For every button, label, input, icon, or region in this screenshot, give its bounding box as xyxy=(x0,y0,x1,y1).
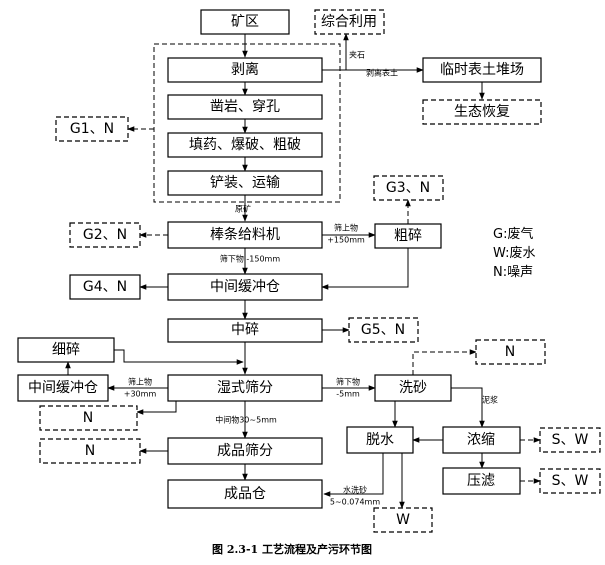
node-comprehensive-use: 综合利用 xyxy=(321,14,377,30)
mining-group-frame xyxy=(153,43,341,203)
label-middle: 中间物30~5mm xyxy=(215,415,277,425)
node-blasting-box xyxy=(167,132,323,158)
node-coarse-crush-box xyxy=(374,223,442,249)
node-n-wash-box xyxy=(475,339,546,365)
node-dewater-box xyxy=(346,426,414,454)
edge-coarse-buffer xyxy=(321,248,409,290)
label-undersize-1: 筛下物 -150mm xyxy=(220,254,280,264)
node-thicken: 浓缩 xyxy=(467,432,495,448)
node-g4n-box xyxy=(69,274,141,300)
node-press-filter: 压滤 xyxy=(467,473,495,489)
node-g4n: G4、N xyxy=(83,279,127,295)
node-topsoil-pile-box xyxy=(422,57,542,83)
node-sw1-box xyxy=(539,427,601,453)
node-loading: 铲装、运输 xyxy=(210,175,280,191)
node-sw2: S、W xyxy=(552,473,589,489)
legend-n: N:噪声 xyxy=(493,265,533,280)
node-dewater: 脱水 xyxy=(366,432,394,448)
node-g2n: G2、N xyxy=(83,227,127,243)
node-eco-restore-box xyxy=(422,99,542,125)
edge-fine-return xyxy=(114,349,244,365)
node-wet-screen: 湿式筛分 xyxy=(217,380,273,396)
node-g5n: G5、N xyxy=(361,322,405,338)
node-n-wash: N xyxy=(505,344,515,360)
label-undersize-2b: -5mm xyxy=(336,390,360,399)
label-oversize-1b: +150mm xyxy=(327,236,365,245)
node-buffer-bin-2: 中间缓冲仓 xyxy=(28,380,98,396)
node-n-buffer: N xyxy=(83,410,93,426)
node-thicken-box xyxy=(442,426,521,454)
label-oversize-2b: +30mm xyxy=(124,390,157,399)
node-wet-screen-box xyxy=(167,374,323,402)
label-washed-sand: 水洗砂 xyxy=(343,485,367,495)
node-product-bin-box xyxy=(167,479,323,509)
label-oversize-2: 筛上物 xyxy=(128,377,152,387)
node-sw1: S、W xyxy=(552,432,589,448)
node-product-bin: 成品仓 xyxy=(224,486,266,502)
node-eco-restore: 生态恢复 xyxy=(454,103,510,120)
node-product-screen: 成品筛分 xyxy=(217,443,273,459)
label-undersize-2: 筛下物 xyxy=(336,377,360,387)
node-medium-crush-box xyxy=(167,318,323,343)
node-blasting: 填药、爆破、粗破 xyxy=(189,137,301,153)
node-mine-area-box xyxy=(200,9,290,35)
edge-wash-n xyxy=(412,349,477,375)
node-n-product: N xyxy=(85,443,95,459)
node-drilling: 凿岩、穿孔 xyxy=(210,99,280,115)
node-press-filter-box xyxy=(442,467,521,495)
node-g1n-box xyxy=(55,116,129,142)
node-w-out: W xyxy=(396,512,410,528)
node-n-buffer-box xyxy=(39,405,138,431)
node-n-product-box xyxy=(39,438,141,464)
node-buffer-bin-2-box xyxy=(17,374,109,402)
node-sand-wash-box xyxy=(374,374,452,402)
node-sw2-box xyxy=(539,468,601,494)
node-topsoil-pile: 临时表土堆场 xyxy=(440,62,524,78)
node-medium-crush: 中碎 xyxy=(231,322,259,338)
edge-wetscreen-n xyxy=(136,401,177,415)
node-mine-area: 矿区 xyxy=(231,14,259,30)
label-washed-sand-b: 5~0.074mm xyxy=(330,498,380,507)
node-comprehensive-use-box xyxy=(314,9,385,35)
node-coarse-crush: 粗碎 xyxy=(394,228,422,244)
node-loading-box xyxy=(167,170,323,196)
edge-dewater-bin xyxy=(323,453,384,497)
node-bar-feeder: 棒条给料机 xyxy=(210,226,280,243)
node-bar-feeder-box xyxy=(167,221,323,249)
node-g1n: G1、N xyxy=(70,121,114,137)
edge-wash-thicken xyxy=(451,387,485,428)
legend-g: G:废气 xyxy=(493,226,533,242)
label-oversize-1: 筛上物 xyxy=(334,223,358,233)
label-slurry: 泥浆 xyxy=(482,395,498,405)
node-g2n-box xyxy=(69,222,141,248)
node-buffer-bin: 中间缓冲仓 xyxy=(210,279,280,295)
node-fine-crush-box xyxy=(17,337,115,363)
node-g3n: G3、N xyxy=(386,180,430,196)
node-fine-crush: 细碎 xyxy=(52,342,80,358)
legend-w: W:废水 xyxy=(493,245,535,261)
node-g3n-box xyxy=(373,175,444,201)
label-gangue: 夹石 xyxy=(349,50,365,60)
node-g5n-box xyxy=(348,317,419,343)
node-sand-wash: 洗砂 xyxy=(399,380,427,396)
node-product-screen-box xyxy=(167,437,323,465)
node-w-out-box xyxy=(373,507,433,533)
node-buffer-bin-box xyxy=(167,273,323,301)
label-ore: 原矿 xyxy=(235,204,251,214)
node-stripping-box xyxy=(167,57,323,83)
label-strip-topsoil: 剥离表土 xyxy=(366,68,398,78)
node-stripping: 剥离 xyxy=(231,61,259,78)
figure-caption: 图 2.3-1 工艺流程及产污环节图 xyxy=(212,542,372,556)
node-drilling-box xyxy=(167,94,323,120)
